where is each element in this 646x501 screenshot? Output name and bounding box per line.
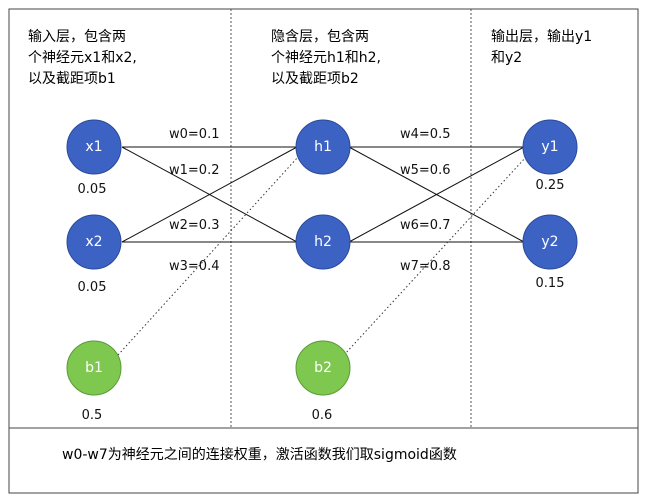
weight-labels: w0=0.1 w1=0.2 w2=0.3 w3=0.4 w4=0.5 w5=0.… [169, 127, 450, 274]
node-y2-circle [522, 214, 578, 270]
outer-border [8, 8, 639, 494]
section-input-line1: 输入层，包含两 [28, 29, 126, 45]
weight-w1: w1=0.2 [169, 163, 219, 178]
node-b2-label: b2 [314, 360, 332, 376]
section-input-line2: 个神经元x1和x2, [28, 50, 137, 66]
node-h2-label: h2 [314, 234, 332, 250]
section-input-line3: 以及截距项b1 [28, 71, 116, 87]
node-h1: h1 [295, 119, 351, 175]
node-y1: y1 0.25 [522, 119, 578, 193]
weight-w4: w4=0.5 [400, 127, 450, 142]
node-h2-circle [295, 214, 351, 270]
connections [121, 146, 525, 243]
section-output-line1: 输出层，输出y1 [491, 29, 592, 45]
node-b1-circle [66, 340, 122, 396]
section-hidden-line1: 隐含层，包含两 [271, 29, 369, 45]
node-b2: b2 0.6 [295, 340, 351, 423]
node-y1-label: y1 [541, 139, 558, 155]
section-output-title: 输出层，输出y1 和y2 [491, 29, 592, 66]
node-x2: x2 0.05 [66, 214, 122, 295]
node-y2-label: y2 [541, 234, 558, 250]
node-b2-value: 0.6 [312, 408, 333, 423]
edge-b2-y1 [343, 156, 527, 356]
node-h2: h2 [295, 214, 351, 270]
section-output-line2: 和y2 [491, 50, 522, 66]
section-hidden-line3: 以及截距项b2 [271, 71, 359, 87]
weight-w3: w3=0.4 [169, 259, 219, 274]
node-x1-circle [66, 119, 122, 175]
node-b2-circle [295, 340, 351, 396]
node-x2-circle [66, 214, 122, 270]
node-x1-value: 0.05 [78, 182, 107, 197]
edge-x2-h1 [121, 146, 298, 243]
footer-note: w0-w7为神经元之间的连接权重，激活函数我们取sigmoid函数 [62, 446, 457, 463]
weight-w0: w0=0.1 [169, 127, 219, 142]
node-y1-value: 0.25 [536, 178, 565, 193]
node-h1-circle [295, 119, 351, 175]
node-b1: b1 0.5 [66, 340, 122, 423]
node-y2: y2 0.15 [522, 214, 578, 291]
section-hidden-title: 隐含层，包含两 个神经元h1和h2, 以及截距项b2 [271, 29, 381, 87]
node-x1-label: x1 [85, 139, 102, 155]
node-h1-label: h1 [314, 139, 332, 155]
node-x1: x1 0.05 [66, 119, 122, 197]
node-x2-value: 0.05 [78, 280, 107, 295]
node-b1-label: b1 [85, 360, 103, 376]
bias-connections [117, 156, 527, 356]
node-y2-value: 0.15 [536, 276, 565, 291]
section-hidden-line2: 个神经元h1和h2, [271, 50, 381, 66]
node-b1-value: 0.5 [82, 408, 103, 423]
edge-b1-h1 [117, 156, 299, 356]
weight-w2: w2=0.3 [169, 218, 219, 233]
section-input-title: 输入层，包含两 个神经元x1和x2, 以及截距项b1 [28, 29, 137, 87]
node-y1-circle [522, 119, 578, 175]
weight-w6: w6=0.7 [400, 218, 450, 233]
weight-w5: w5=0.6 [400, 163, 450, 178]
edge-h2-y1 [348, 146, 525, 243]
node-x2-label: x2 [85, 234, 102, 250]
weight-w7: w7=0.8 [400, 259, 450, 274]
